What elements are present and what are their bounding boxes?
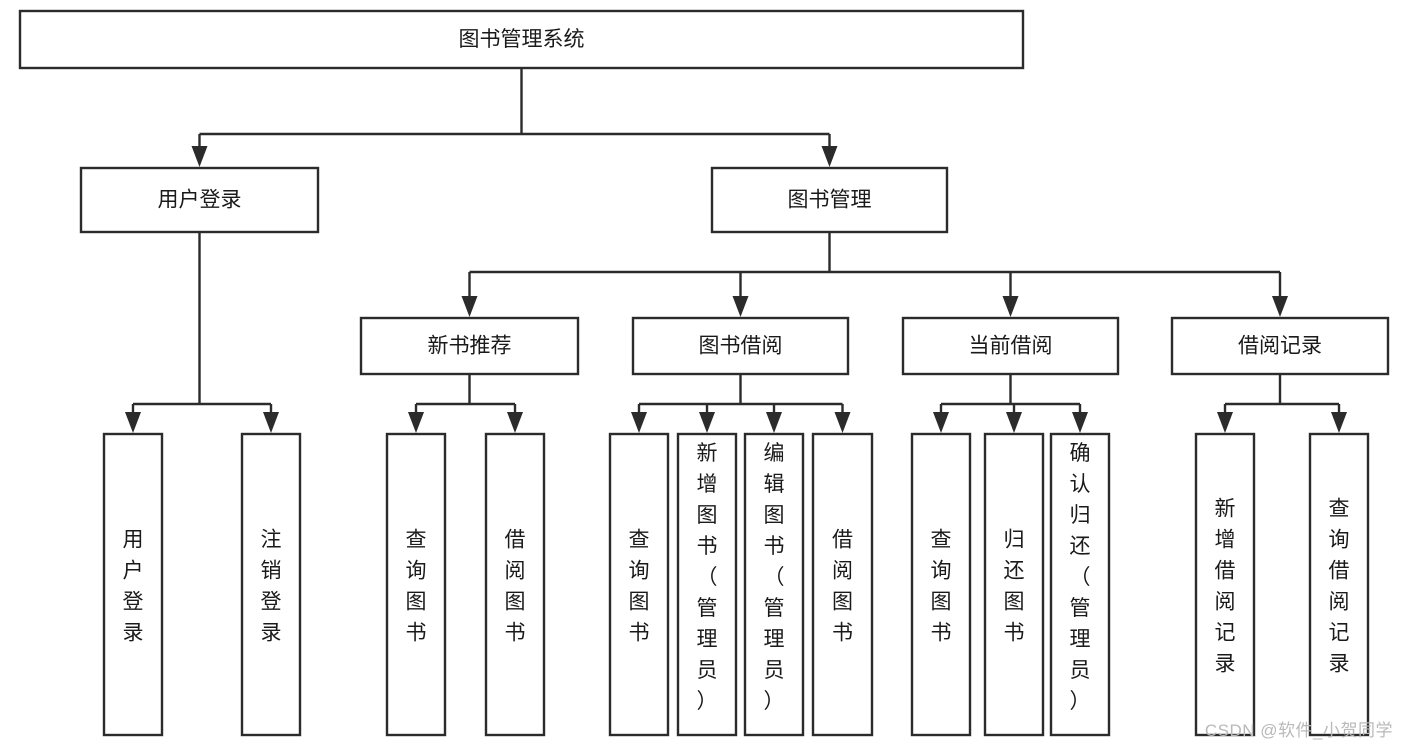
node-box-leaf-add-record[interactable] — [1194, 432, 1256, 737]
node-box-leaf-query-book-2[interactable] — [608, 432, 670, 737]
node-label-编辑图书管理员: 编辑图书（管理员） — [764, 442, 785, 713]
node-leaf-user-login[interactable]: 用户登录 — [102, 432, 164, 737]
node-book-borrow[interactable]: 图书借阅 — [631, 316, 850, 376]
arrow-head-icon — [821, 146, 838, 167]
node-box-leaf-query-book-1[interactable] — [385, 432, 447, 737]
node-book-manage[interactable]: 图书管理 — [710, 166, 949, 234]
node-box-current-borrow[interactable] — [901, 316, 1120, 376]
arrow-head-icon — [1331, 412, 1347, 433]
node-label-借阅图书: 借阅图书 — [505, 529, 526, 645]
node-leaf-query-book-2[interactable]: 查询图书 — [608, 432, 670, 737]
node-label-当前借阅: 当前借阅 — [969, 335, 1053, 358]
node-box-leaf-logout[interactable] — [240, 432, 302, 737]
node-box-leaf-borrow-book-1[interactable] — [484, 432, 546, 737]
node-label-新书推荐: 新书推荐 — [428, 335, 512, 358]
connector-group-new-book-recommend — [408, 374, 523, 433]
node-box-book-manage[interactable] — [710, 166, 949, 234]
arrow-head-icon — [125, 412, 141, 433]
node-box-leaf-edit-book[interactable] — [743, 432, 805, 737]
node-root[interactable]: 图书管理系统 — [18, 9, 1025, 70]
node-label-查询图书: 查询图书 — [629, 529, 650, 645]
node-label-借阅图书: 借阅图书 — [832, 529, 853, 645]
node-label-用户登录: 用户登录 — [158, 189, 242, 212]
node-new-book-recommend[interactable]: 新书推荐 — [359, 316, 580, 376]
connector-group-current-borrow — [933, 374, 1088, 433]
node-label-图书借阅: 图书借阅 — [699, 335, 783, 358]
arrow-head-icon — [1217, 412, 1233, 433]
node-box-user-login[interactable] — [79, 166, 320, 234]
connector-group-book-borrow — [631, 374, 851, 433]
arrow-head-icon — [263, 412, 279, 433]
connector-group-borrow-record — [1217, 374, 1347, 433]
node-label-图书管理: 图书管理 — [788, 189, 872, 212]
node-label-查询图书: 查询图书 — [406, 529, 427, 645]
node-borrow-record[interactable]: 借阅记录 — [1170, 316, 1390, 376]
node-leaf-add-book[interactable]: 新增图书（管理员） — [676, 432, 738, 737]
node-label-注销登录: 注销登录 — [261, 529, 282, 645]
arrow-head-icon — [834, 412, 851, 433]
node-box-book-borrow[interactable] — [631, 316, 850, 376]
node-leaf-logout[interactable]: 注销登录 — [240, 432, 302, 737]
node-label-新增图书管理员: 新增图书（管理员） — [697, 442, 718, 713]
arrow-head-icon — [933, 412, 949, 433]
node-leaf-edit-book[interactable]: 编辑图书（管理员） — [743, 432, 805, 737]
node-label-查询借阅记录: 查询借阅记录 — [1329, 498, 1350, 676]
node-label-用户登录: 用户登录 — [123, 529, 144, 645]
arrow-head-icon — [1072, 412, 1088, 433]
arrow-head-icon — [507, 412, 523, 433]
node-leaf-borrow-book-2[interactable]: 借阅图书 — [811, 432, 874, 737]
arrow-head-icon — [408, 412, 424, 433]
node-label-借阅记录: 借阅记录 — [1238, 335, 1322, 358]
node-box-leaf-return-book[interactable] — [983, 432, 1045, 737]
arrow-head-icon — [1006, 412, 1022, 433]
node-leaf-add-record[interactable]: 新增借阅记录 — [1194, 432, 1256, 737]
node-current-borrow[interactable]: 当前借阅 — [901, 316, 1120, 376]
node-label-查询图书: 查询图书 — [931, 529, 952, 645]
node-leaf-query-record[interactable]: 查询借阅记录 — [1308, 432, 1370, 737]
node-label-新增借阅记录: 新增借阅记录 — [1215, 498, 1236, 676]
node-user-login[interactable]: 用户登录 — [79, 166, 320, 234]
node-leaf-query-book-1[interactable]: 查询图书 — [385, 432, 447, 737]
connector-group-book-manage — [461, 232, 1288, 317]
node-box-leaf-add-book[interactable] — [676, 432, 738, 737]
arrow-head-icon — [1002, 296, 1019, 317]
node-box-leaf-confirm-return[interactable] — [1049, 432, 1111, 737]
node-label-确认归还管理员: 确认归还（管理员） — [1070, 442, 1091, 713]
node-box-root[interactable] — [18, 9, 1025, 70]
node-box-leaf-query-book-3[interactable] — [910, 432, 972, 737]
arrow-head-icon — [766, 412, 782, 433]
node-leaf-query-book-3[interactable]: 查询图书 — [910, 432, 972, 737]
node-layer: 图书管理系统用户登录图书管理新书推荐图书借阅当前借阅借阅记录用户登录注销登录查询… — [18, 9, 1390, 737]
node-box-leaf-query-record[interactable] — [1308, 432, 1370, 737]
node-box-leaf-user-login[interactable] — [102, 432, 164, 737]
node-box-borrow-record[interactable] — [1170, 316, 1390, 376]
node-leaf-confirm-return[interactable]: 确认归还（管理员） — [1049, 432, 1111, 737]
arrow-head-icon — [461, 296, 478, 317]
node-box-leaf-borrow-book-2[interactable] — [811, 432, 874, 737]
arrow-head-icon — [732, 296, 749, 317]
connector-group-user-login — [125, 232, 279, 433]
arrow-head-icon — [191, 146, 208, 167]
node-leaf-borrow-book-1[interactable]: 借阅图书 — [484, 432, 546, 737]
connector-layer — [125, 68, 1347, 433]
arrow-head-icon — [631, 412, 647, 433]
arrow-head-icon — [1272, 296, 1288, 317]
node-leaf-return-book[interactable]: 归还图书 — [983, 432, 1045, 737]
node-box-new-book-recommend[interactable] — [359, 316, 580, 376]
connector-group-root — [191, 68, 838, 167]
node-label-图书管理系统: 图书管理系统 — [459, 28, 585, 51]
arrow-head-icon — [699, 412, 715, 433]
node-label-归还图书: 归还图书 — [1004, 529, 1025, 645]
